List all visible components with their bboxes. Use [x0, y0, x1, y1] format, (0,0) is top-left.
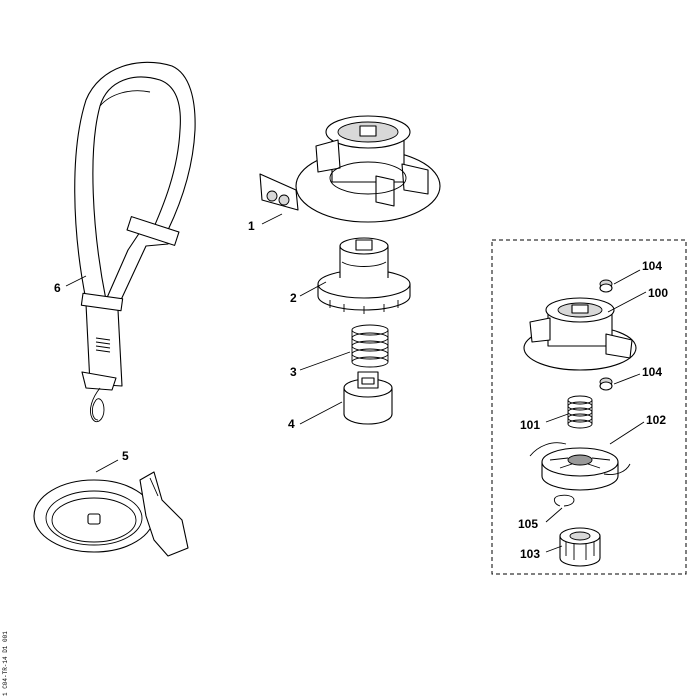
label-part-100: 100 — [648, 286, 668, 300]
drawing-code-text: 1 C04-TR-14 D1 001 — [2, 631, 9, 696]
label-part-104-upper: 104 — [642, 259, 662, 273]
label-part-4: 4 — [288, 417, 295, 431]
part-mow-head-body — [295, 115, 441, 223]
part-103 — [559, 527, 601, 567]
part-nut-4 — [343, 371, 393, 425]
label-part-101: 101 — [520, 418, 540, 432]
part-104-lower — [599, 377, 613, 391]
part-deflector — [33, 471, 189, 557]
part-100 — [523, 297, 637, 371]
part-105 — [553, 494, 575, 507]
part-2 — [317, 237, 411, 314]
part-102 — [529, 442, 631, 491]
part-spring-3 — [351, 324, 389, 368]
label-part-3: 3 — [290, 365, 297, 379]
label-part-102: 102 — [646, 413, 666, 427]
part-shoulder-strap — [74, 61, 196, 423]
label-part-2: 2 — [290, 291, 297, 305]
part-104-upper — [599, 279, 613, 293]
leader-lines — [65, 213, 647, 553]
drawing-code: 1 C04-TR-14 D1 001 — [2, 631, 9, 696]
label-part-104-lower: 104 — [642, 365, 662, 379]
kit-dashed-box — [491, 239, 687, 575]
part-101 — [567, 395, 593, 429]
label-part-6: 6 — [54, 281, 61, 295]
label-part-105: 105 — [518, 517, 538, 531]
label-part-103: 103 — [520, 547, 540, 561]
part-label-sticker — [259, 173, 299, 211]
label-part-5: 5 — [122, 449, 129, 463]
label-part-1: 1 — [248, 219, 255, 233]
